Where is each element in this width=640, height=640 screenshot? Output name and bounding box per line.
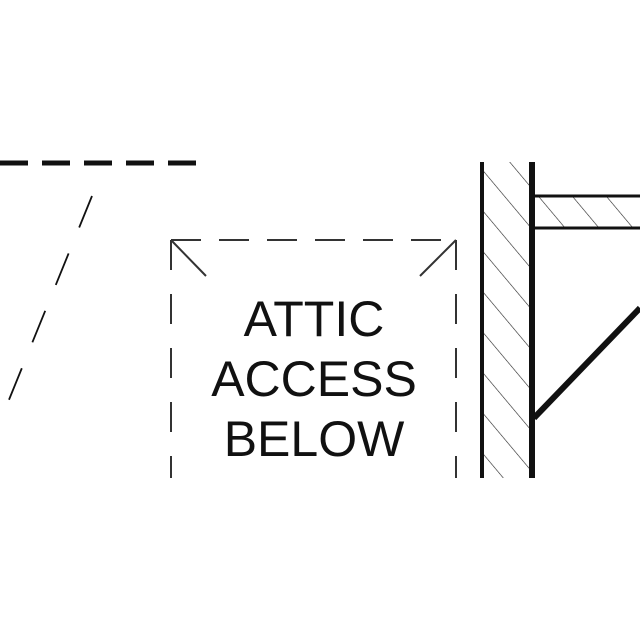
hatched-header: [534, 194, 640, 230]
heavy-diagonal-line: [531, 305, 640, 421]
attic-access-outline: [170, 239, 457, 478]
drawing-area: ATTIC ACCESS BELOW: [0, 160, 640, 478]
attic-access-label: ATTIC ACCESS BELOW: [211, 291, 417, 467]
hatched-wall: [480, 162, 535, 478]
label-line-3: BELOW: [224, 411, 405, 467]
dashed-diagonal-line: [3, 195, 93, 413]
attic-access-corner-right: [419, 239, 457, 277]
label-line-1: ATTIC: [244, 291, 385, 347]
attic-access-corner-left: [170, 239, 207, 277]
label-line-2: ACCESS: [211, 351, 417, 407]
